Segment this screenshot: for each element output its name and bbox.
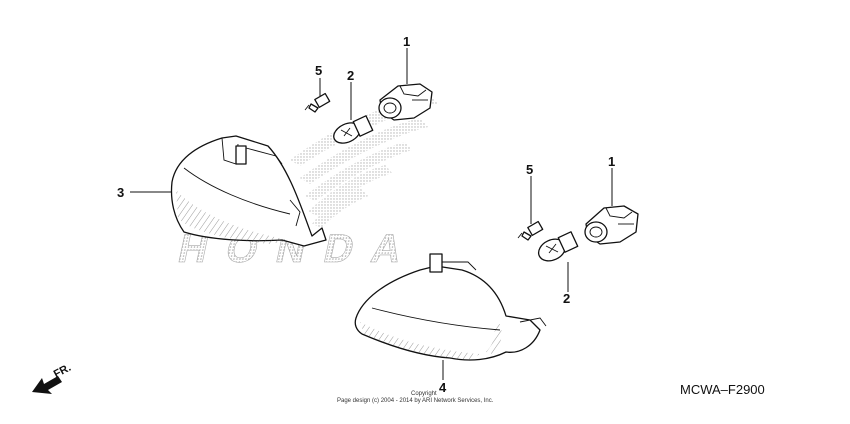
callout-5-left: 5 bbox=[315, 63, 322, 78]
copyright-line-1: Copyright bbox=[411, 391, 437, 397]
winker-lens-left bbox=[170, 135, 327, 247]
bulb-left bbox=[333, 115, 374, 144]
callout-2-right: 2 bbox=[563, 291, 570, 306]
drawing-code: MCWA–F2900 bbox=[680, 382, 765, 397]
front-direction-label: FR. bbox=[52, 362, 73, 381]
callout-3: 3 bbox=[117, 185, 124, 200]
callout-1-left: 1 bbox=[403, 34, 410, 49]
screw-left bbox=[304, 92, 331, 113]
callout-5-right: 5 bbox=[526, 162, 533, 177]
callout-1-right: 1 bbox=[608, 154, 615, 169]
screw-right bbox=[517, 220, 544, 241]
socket-right bbox=[584, 205, 639, 245]
copyright-line-2: Page design (c) 2004 - 2014 by ARI Netwo… bbox=[337, 398, 494, 404]
socket-left bbox=[378, 83, 433, 121]
callout-4: 4 bbox=[439, 380, 447, 395]
bulb-right bbox=[537, 231, 579, 262]
front-direction-arrow-icon bbox=[32, 376, 62, 394]
callout-2-left: 2 bbox=[347, 68, 354, 83]
winker-lens-right bbox=[354, 253, 547, 361]
